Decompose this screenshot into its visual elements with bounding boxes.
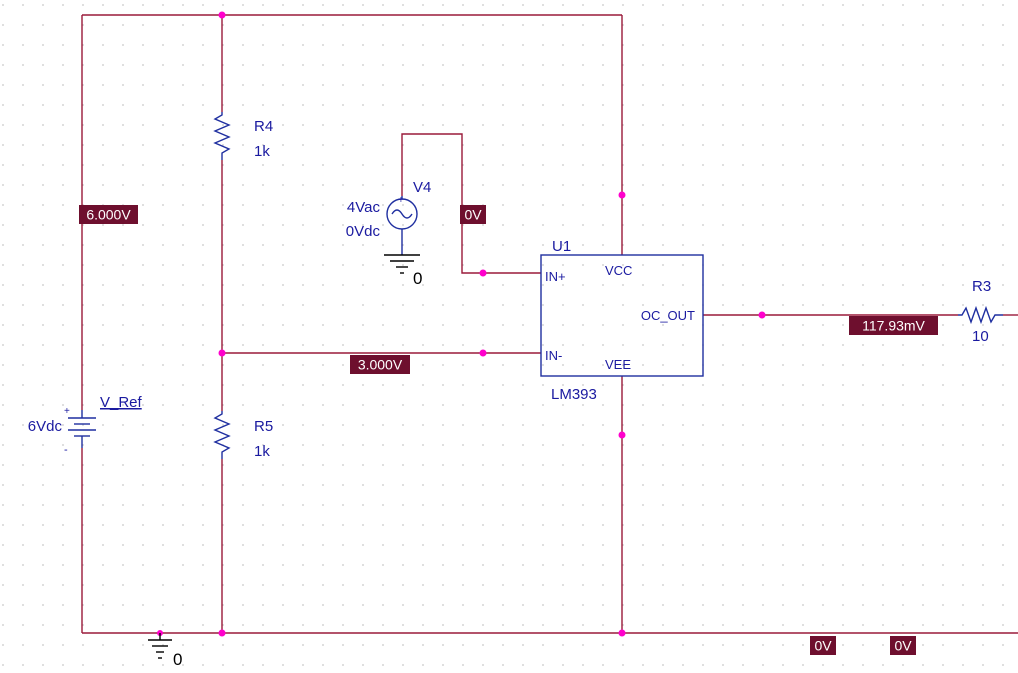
vref-minus-mark: - (64, 444, 68, 456)
node-dot[interactable] (218, 11, 226, 19)
u1-part-label: LM393 (551, 386, 597, 403)
vref-value-label: 6Vdc (28, 418, 63, 435)
r5-name-label: R5 (254, 418, 273, 435)
voltage-marker-output[interactable]: 117.93mV (849, 316, 938, 335)
resistor-r3-symbol (958, 305, 1003, 325)
node-dot[interactable] (218, 629, 226, 637)
voltage-marker-box (350, 355, 410, 374)
voltage-value: 117.93mV (862, 318, 925, 334)
ground-label: 0 (413, 269, 422, 288)
ground-label: 0 (173, 650, 182, 669)
voltage-marker-box (849, 316, 938, 335)
pin-in-minus-label: IN- (545, 348, 562, 363)
node-dot[interactable] (218, 349, 226, 357)
node-dot[interactable] (618, 191, 626, 199)
v4-dc-label: 0Vdc (346, 223, 381, 240)
node-dot[interactable] (618, 431, 626, 439)
voltage-value: 6.000V (86, 207, 131, 223)
voltage-value: 0V (894, 638, 912, 654)
voltage-value: 0V (464, 207, 482, 223)
ground-symbol-main: 0 (148, 633, 182, 669)
pin-vee-label: VEE (605, 357, 631, 372)
u1-name-label: U1 (552, 238, 571, 255)
r4-value-label: 1k (254, 143, 270, 160)
resistor-r5-symbol (213, 411, 231, 459)
voltage-marker-box (810, 636, 836, 655)
wire-v4-in-plus[interactable] (401, 133, 541, 274)
ground-symbol-v4: 0 (384, 254, 422, 288)
resistor-r4[interactable]: R4 1k (213, 112, 273, 160)
v4-plus-mark: + (398, 195, 404, 206)
pin-oc-out-label: OC_OUT (641, 308, 695, 323)
voltage-marker-in-plus[interactable]: 0V (460, 205, 486, 224)
voltage-value: 3.000V (358, 357, 403, 373)
vref-name-label: V_Ref (100, 394, 143, 411)
r4-name-label: R4 (254, 118, 273, 135)
pin-vcc-label: VCC (605, 263, 632, 278)
comparator-u1[interactable]: U1 LM393 IN+ IN- VCC VEE OC_OUT (540, 238, 704, 403)
voltage-marker-ground-2[interactable]: 0V (890, 636, 916, 655)
u1-body (540, 254, 704, 377)
vref-plus-mark: + (64, 406, 70, 417)
junction-nodes (157, 11, 766, 637)
resistor-r4-symbol (213, 112, 231, 160)
sine-wave-icon (391, 209, 413, 219)
node-dot[interactable] (479, 269, 487, 277)
node-dot[interactable] (758, 311, 766, 319)
wires (81, 14, 1018, 634)
voltage-marker-box (890, 636, 916, 655)
r3-value-label: 10 (972, 328, 989, 345)
resistor-r3[interactable]: R3 10 (958, 278, 1003, 345)
pin-in-plus-label: IN+ (545, 269, 566, 284)
resistor-r5[interactable]: R5 1k (213, 411, 273, 460)
voltage-marker-box (79, 205, 138, 224)
v4-name-label: V4 (413, 179, 431, 196)
dc-source-vref[interactable]: + - V_Ref 6Vdc (28, 394, 143, 456)
r5-value-label: 1k (254, 443, 270, 460)
node-dot[interactable] (618, 629, 626, 637)
r3-name-label: R3 (972, 278, 991, 295)
voltage-marker-ground-1[interactable]: 0V (810, 636, 836, 655)
node-dot[interactable] (479, 349, 487, 357)
voltage-marker-divider[interactable]: 3.000V (350, 355, 410, 374)
voltage-value: 0V (814, 638, 832, 654)
ac-source-v4[interactable]: + V4 4Vac 0Vdc (346, 179, 432, 255)
voltage-marker-box (460, 205, 486, 224)
v4-ac-label: 4Vac (347, 199, 381, 216)
voltage-marker-ref[interactable]: 6.000V (79, 205, 138, 224)
